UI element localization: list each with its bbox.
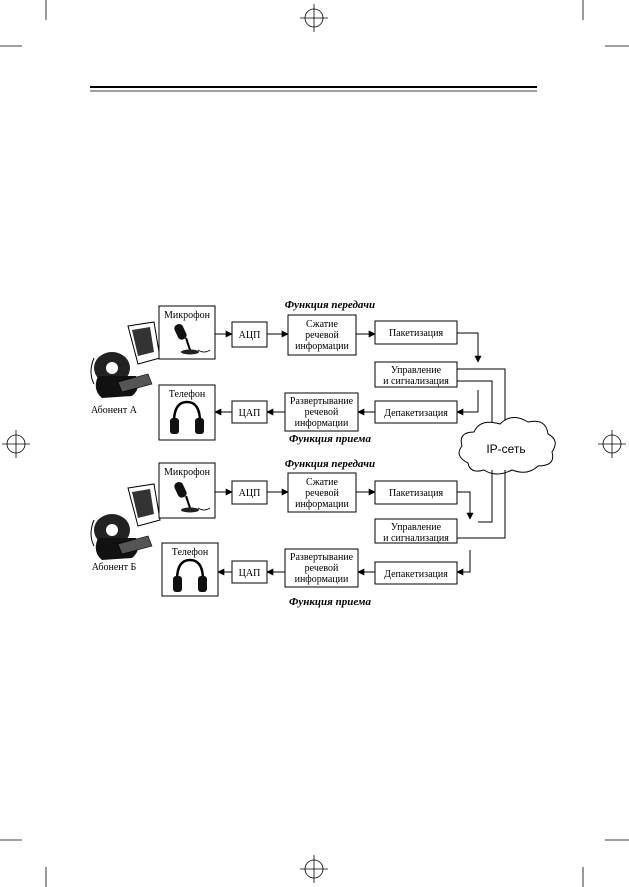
control-box-b — [374, 518, 458, 544]
block-b: Функция передачи Функция приема Абонент … — [90, 458, 506, 608]
registration-mark-icon — [300, 4, 328, 32]
microphone-label-b: Микрофон — [164, 467, 211, 478]
flow-arrows-b — [215, 470, 506, 576]
dac-label-a: ЦАП — [239, 408, 261, 419]
expand-line1-b: Развертывание — [290, 552, 354, 563]
expand-line2-a: речевой — [305, 407, 339, 418]
person-at-computer-icon — [90, 321, 161, 398]
expand-line2-b: речевой — [305, 563, 339, 574]
control-box-a — [374, 361, 458, 388]
microphone-icon — [174, 323, 211, 355]
compress-box-a — [287, 314, 357, 356]
compress-line3-b: информации — [295, 499, 349, 510]
telephone-label-a: Телефон — [169, 389, 206, 400]
flow-arrows-a — [214, 330, 506, 440]
packetize-label-b: Пакетизация — [389, 488, 444, 499]
control-line2-a: и сигнализация — [383, 376, 449, 387]
expand-line1-a: Развертывание — [290, 396, 354, 407]
compress-line3-a: информации — [295, 341, 349, 352]
depacketize-label-b: Депакетизация — [384, 569, 448, 580]
compress-line1-b: Сжатие — [306, 477, 338, 488]
network-label: IP-сеть — [486, 442, 525, 456]
cloud-icon: IP-сеть — [458, 417, 556, 475]
title-rx-a: Функция приема — [289, 433, 371, 445]
expand-line3-a: информации — [295, 418, 349, 429]
microphone-label-a: Микрофон — [164, 310, 211, 321]
dac-label-b: ЦАП — [239, 568, 261, 579]
packetize-label-a: Пакетизация — [389, 328, 444, 339]
compress-line2-b: речевой — [305, 488, 339, 499]
telephone-box-b — [161, 542, 219, 597]
headphones-icon — [173, 558, 207, 592]
registration-mark-icon — [2, 430, 30, 458]
title-tx-a: Функция передачи — [285, 299, 375, 311]
compress-line2-a: речевой — [305, 330, 339, 341]
control-line1-a: Управление — [391, 365, 442, 376]
compress-line1-a: Сжатие — [306, 319, 338, 330]
registration-mark-icon — [598, 430, 626, 458]
telephone-box-a — [158, 384, 216, 441]
adc-label-b: АЦП — [239, 488, 261, 499]
telephone-label-b: Телефон — [172, 547, 209, 558]
expand-box-a — [284, 392, 359, 432]
title-tx-b: Функция передачи — [285, 458, 375, 470]
headphones-icon — [170, 400, 204, 434]
adc-label-a: АЦП — [239, 330, 261, 341]
expand-box-b — [284, 548, 359, 588]
control-line1-b: Управление — [391, 522, 442, 533]
block-a: Функция передачи Функция приема Абонент … — [90, 299, 506, 445]
subscriber-label-b: Абонент Б — [92, 562, 137, 573]
control-line2-b: и сигнализация — [383, 533, 449, 544]
title-rx-b: Функция приема — [289, 596, 371, 608]
subscriber-label-a: Абонент А — [91, 405, 138, 416]
microphone-icon — [174, 481, 211, 513]
expand-line3-b: информации — [295, 574, 349, 585]
depacketize-label-a: Депакетизация — [384, 408, 448, 419]
registration-mark-icon — [300, 855, 328, 883]
person-at-computer-icon — [90, 483, 161, 560]
header-rule — [90, 86, 537, 92]
